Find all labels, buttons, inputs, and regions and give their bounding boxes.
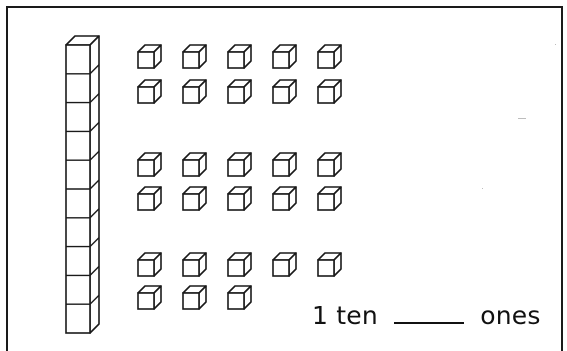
unit-cube (183, 80, 206, 103)
unit-cube (228, 45, 251, 68)
unit-cube (273, 153, 296, 176)
answer-line: 1 ten ones (312, 300, 541, 330)
unit-cube (138, 286, 161, 309)
unit-cube (228, 80, 251, 103)
unit-cube (138, 80, 161, 103)
ten-rod (66, 36, 99, 333)
unit-cube (228, 253, 251, 276)
unit-cube (183, 153, 206, 176)
unit-cube (318, 253, 341, 276)
unit-cube (273, 187, 296, 210)
unit-cube (318, 153, 341, 176)
unit-cube (318, 187, 341, 210)
unit-cube (228, 286, 251, 309)
unit-cube (138, 187, 161, 210)
unit-cube (138, 45, 161, 68)
unit-cube (318, 80, 341, 103)
unit-cube (273, 45, 296, 68)
tens-label: 1 ten (312, 301, 378, 330)
unit-cube (228, 153, 251, 176)
unit-cube (273, 80, 296, 103)
unit-cube (318, 45, 341, 68)
ones-cubes (138, 45, 341, 309)
unit-cube (183, 253, 206, 276)
unit-cube (183, 187, 206, 210)
unit-cube (138, 153, 161, 176)
scan-speck (555, 44, 556, 45)
unit-cube (273, 253, 296, 276)
unit-cube (183, 45, 206, 68)
scan-speck (482, 188, 483, 189)
scan-speck (518, 118, 526, 119)
unit-cube (183, 286, 206, 309)
ones-label: ones (480, 301, 540, 330)
ones-answer-blank[interactable] (394, 300, 464, 324)
unit-cube (228, 187, 251, 210)
unit-cube (138, 253, 161, 276)
